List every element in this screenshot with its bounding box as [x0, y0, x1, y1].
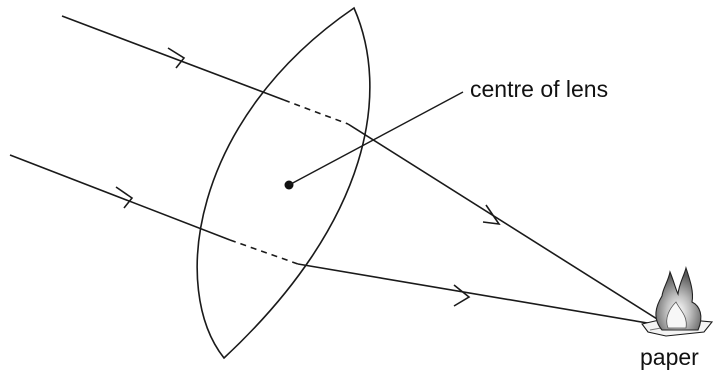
upper-incident-ray — [61, 15, 285, 101]
lower-incident-ray — [9, 154, 231, 241]
centre-of-lens-label: centre of lens — [470, 76, 609, 102]
lower-ray-inside-lens — [229, 239, 299, 265]
lower-refracted-ray — [297, 263, 666, 327]
upper-refracted-ray — [347, 123, 666, 325]
flame-icon — [655, 266, 702, 331]
upper-ray-inside-lens — [283, 99, 349, 125]
centre-label-pointer — [288, 91, 464, 186]
arrow-upper-incident — [167, 47, 186, 69]
flame-inner-icon — [666, 301, 687, 329]
convex-lens — [196, 6, 371, 360]
paper-label: paper — [640, 344, 699, 370]
arrow-lower-refracted — [453, 284, 471, 307]
arrow-upper-refracted — [482, 204, 501, 226]
arrow-lower-incident — [115, 186, 134, 209]
